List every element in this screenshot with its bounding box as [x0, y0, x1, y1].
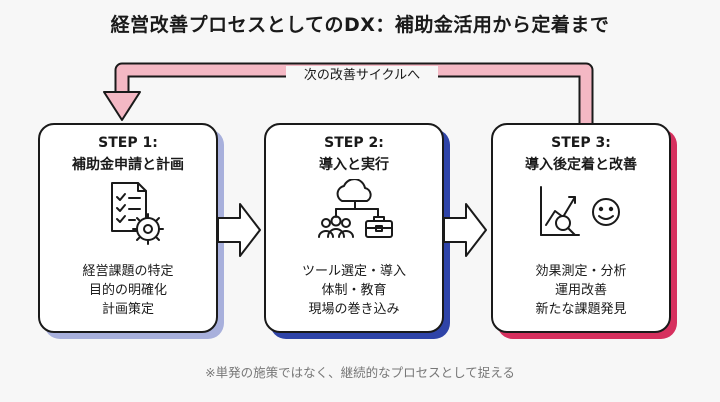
step-2-items: ツール選定・導入 体制・教育 現場の巻き込み: [266, 262, 442, 319]
step-1-item: 経営課題の特定: [82, 264, 174, 279]
step-1-number: STEP 1:: [98, 135, 158, 151]
document-gear-icon: [80, 179, 180, 253]
step-3-item: 運用改善: [554, 283, 607, 298]
step-1-items: 経営課題の特定 目的の明確化 計画策定: [40, 262, 216, 319]
footnote: ※単発の施策ではなく、継続的なプロセスとして捉える: [205, 365, 515, 380]
step-2-item: 体制・教育: [321, 283, 387, 298]
step-2-item: ツール選定・導入: [301, 264, 406, 279]
step-2-title: 導入と実行: [319, 157, 389, 173]
step-1-card: STEP 1: 補助金申請と計画 経営課題の特定 目的の明確化 計画策定: [38, 123, 218, 333]
step-3-item: 新たな課題発見: [535, 302, 627, 317]
loop-label: 次の改善サイクルへ: [286, 66, 438, 86]
step-3-items: 効果測定・分析 運用改善 新たな課題発見: [493, 262, 669, 319]
arrow-step2-to-step3: [443, 203, 487, 257]
loop-arrowhead: [103, 91, 141, 121]
step-1-item: 目的の明確化: [88, 283, 167, 298]
step-1-item: 計画策定: [101, 302, 154, 317]
page-title: 経営改善プロセスとしてのDX：補助金活用から定着まで: [110, 14, 610, 36]
chart-smile-icon: [533, 179, 633, 253]
step-3-card: STEP 3: 導入後定着と改善 効果測定・分析 運用改善 新たな課題発見: [491, 123, 671, 333]
step-2-item: 現場の巻き込み: [308, 302, 400, 317]
step-3-title: 導入後定着と改善: [525, 157, 637, 173]
step-3-number: STEP 3:: [551, 135, 611, 151]
step-2-card: STEP 2: 導入と実行 ツール選定・導入 体制・教育 現場の巻き込み: [264, 123, 444, 333]
arrow-step1-to-step2: [217, 203, 261, 257]
step-2-number: STEP 2:: [324, 135, 384, 151]
cloud-team-toolbox-icon: [306, 178, 406, 253]
step-1-title: 補助金申請と計画: [72, 157, 184, 173]
step-3-item: 効果測定・分析: [535, 264, 627, 279]
